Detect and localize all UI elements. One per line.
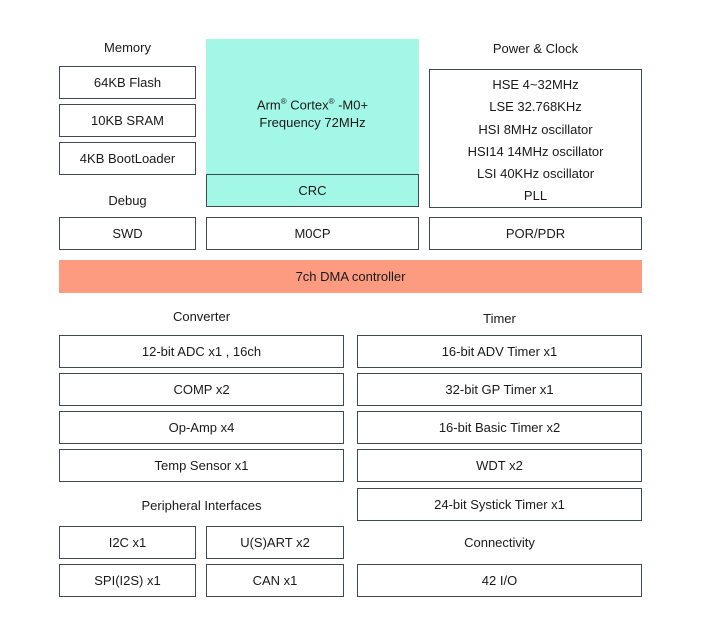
swd-block: SWD: [59, 217, 196, 250]
memory-bootloader: 4KB BootLoader: [59, 142, 196, 175]
timer-systick: 24-bit Systick Timer x1: [357, 488, 642, 521]
converter-adc: 12-bit ADC x1 , 16ch: [59, 335, 344, 368]
connectivity-title: Connectivity: [464, 535, 535, 550]
cpu-core-block: Arm® Cortex® -M0+ Frequency 72MHz: [206, 39, 419, 174]
cpu-core-name: Arm® Cortex® -M0+: [256, 97, 369, 113]
connectivity-io: 42 I/O: [357, 564, 642, 597]
converter-opamp: Op-Amp x4: [59, 411, 344, 444]
clock-lse: LSE 32.768KHz: [489, 99, 582, 114]
clock-lsi: LSI 40KHz oscillator: [476, 166, 595, 181]
timer-adv: 16-bit ADV Timer x1: [357, 335, 642, 368]
timer-basic: 16-bit Basic Timer x2: [357, 411, 642, 444]
m0cp-block: M0CP: [206, 217, 419, 250]
clock-pll: PLL: [523, 188, 548, 203]
crc-block: CRC: [206, 174, 419, 207]
converter-temp-sensor: Temp Sensor x1: [59, 449, 344, 482]
converter-title: Converter: [172, 309, 231, 324]
memory-flash: 64KB Flash: [59, 66, 196, 99]
cpu-frequency: Frequency 72MHz: [259, 115, 366, 130]
timer-title: Timer: [483, 311, 516, 326]
peripheral-spi: SPI(I2S) x1: [59, 564, 196, 597]
memory-sram: 10KB SRAM: [59, 104, 196, 137]
debug-title: Debug: [108, 193, 147, 208]
timer-gp: 32-bit GP Timer x1: [357, 373, 642, 406]
peripheral-title: Peripheral Interfaces: [141, 498, 262, 513]
por-pdr-block: POR/PDR: [429, 217, 642, 250]
clock-hse: HSE 4~32MHz: [492, 77, 579, 92]
peripheral-usart: U(S)ART x2: [206, 526, 344, 559]
power-clock-title: Power & Clock: [492, 41, 579, 56]
timer-wdt: WDT x2: [357, 449, 642, 482]
clock-hsi14: HSI14 14MHz oscillator: [467, 144, 604, 159]
converter-comp: COMP x2: [59, 373, 344, 406]
dma-controller-bar: 7ch DMA controller: [59, 260, 642, 293]
memory-title: Memory: [104, 40, 151, 55]
power-clock-list: HSE 4~32MHz LSE 32.768KHz HSI 8MHz oscil…: [429, 69, 642, 208]
clock-hsi: HSI 8MHz oscillator: [478, 122, 593, 137]
peripheral-i2c: I2C x1: [59, 526, 196, 559]
peripheral-can: CAN x1: [206, 564, 344, 597]
